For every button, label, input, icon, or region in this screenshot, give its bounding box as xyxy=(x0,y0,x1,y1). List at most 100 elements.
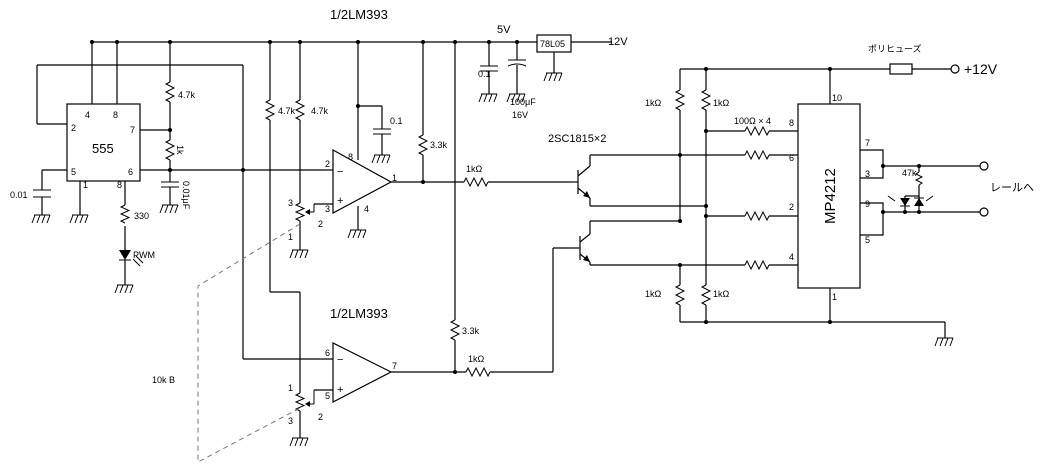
pin-label: 1 xyxy=(288,383,293,393)
reference-divider: 4.7k 4.7k xyxy=(264,40,329,393)
transistor-q1: 2SC1815×2 xyxy=(548,133,606,206)
rail-output: レールへ xyxy=(860,149,1034,236)
ground-icon xyxy=(289,249,309,259)
resistor-label: 1kΩ xyxy=(645,98,662,108)
pulldown-pair-bottom: 1kΩ 1kΩ xyxy=(645,214,730,322)
pin-label: 1 xyxy=(288,232,293,242)
mp4212-label: MP4212 xyxy=(822,168,839,224)
resistor-icon xyxy=(294,392,306,412)
pin-label: 5 xyxy=(325,391,330,401)
pin-label: 1 xyxy=(832,292,837,302)
ground-icon xyxy=(159,204,179,214)
driver-input-resistors: 100Ω × 4 xyxy=(680,116,798,271)
pin-label: 6 xyxy=(789,153,794,163)
capacitor-label: 100μF xyxy=(510,97,536,107)
comparator-top: − + 2 3 8 4 1 1/2LM393 xyxy=(325,7,397,215)
pin-label: 1 xyxy=(83,180,88,190)
ground-icon xyxy=(371,154,391,164)
pin-label: 3 xyxy=(288,198,293,208)
pin-label: 2 xyxy=(318,219,323,229)
resistor-label: 4.7k xyxy=(178,90,196,100)
resistor-3k3-bottom xyxy=(449,319,461,341)
resistor-label: 1kΩ xyxy=(713,289,730,299)
resistor-icon xyxy=(294,202,306,222)
ic-mp4212: MP4212 10 8 6 2 4 1 7 3 9 5 xyxy=(789,93,870,302)
v5-label: 5V xyxy=(497,24,511,36)
ground-icon xyxy=(478,93,498,103)
pin-label: 5 xyxy=(71,167,76,177)
triangle-signal-bus xyxy=(170,65,333,360)
ground-icon xyxy=(347,229,367,239)
ganged-pot-link: 10k B xyxy=(152,223,301,463)
ground-icon xyxy=(289,437,309,447)
resistor-1k-timing xyxy=(164,139,176,161)
comparator-icon xyxy=(332,342,393,403)
regulator-section: 0.1 100μF 16V 5V 78L05 12V xyxy=(478,24,628,120)
ic-555: 555 4 8 2 7 5 1 6 8 xyxy=(66,103,141,190)
plus12v-label: +12V xyxy=(964,61,998,77)
resistor-4k7-divider-right xyxy=(294,99,306,121)
resistor-label: 1kΩ xyxy=(466,164,483,174)
polyfuse-label: ポリヒューズ xyxy=(868,43,922,54)
resistor-label: 1k xyxy=(175,145,185,155)
potentiometer-bottom: 1 3 2 xyxy=(288,383,323,438)
terminal-icon xyxy=(950,64,960,74)
ic555-label: 555 xyxy=(92,141,114,156)
ground-icon xyxy=(31,214,51,224)
npn-transistor-icon xyxy=(572,221,591,265)
led-icon xyxy=(119,250,131,260)
transistors-label: 2SC1815×2 xyxy=(548,133,606,145)
plus-sign: + xyxy=(337,384,343,396)
resistor-label: 1kΩ xyxy=(645,289,662,299)
led-icon xyxy=(900,198,910,206)
resistor-label: 3.3k xyxy=(430,140,448,150)
terminal-icon xyxy=(979,161,989,171)
comparator-bottom: − + 6 5 7 1/2LM393 xyxy=(325,306,397,403)
pin-label: 9 xyxy=(865,199,870,209)
motor-supply: ポリヒューズ +12V xyxy=(680,43,998,104)
ic555-wiring xyxy=(41,40,172,285)
direction-indicator: 47k xyxy=(887,164,934,214)
resistor-1k-bottom-right xyxy=(700,284,712,306)
pin-label: 8 xyxy=(117,180,122,190)
minus-sign: − xyxy=(337,166,343,178)
pot-note-label: 10k B xyxy=(152,375,175,385)
pin-label: 3 xyxy=(865,169,870,179)
timing-network: 4.7k 1k 0.01μF xyxy=(161,40,196,210)
resistor-100-pin8 xyxy=(744,125,770,137)
resistor-100-pin6 xyxy=(744,149,770,161)
pin-label: 2 xyxy=(318,412,323,422)
resistor-1k-base-top xyxy=(463,176,489,188)
capacitor-0-01: 0.01 xyxy=(10,189,51,200)
base-resistors: 1kΩ 1kΩ xyxy=(463,164,572,378)
pin-label: 7 xyxy=(865,138,870,148)
pin-label: 6 xyxy=(128,167,133,177)
capacitor-label: 0.1 xyxy=(390,116,403,126)
capacitor-label: 0.01μF xyxy=(181,181,191,210)
npn-transistor-icon xyxy=(570,155,591,206)
pin-label: 7 xyxy=(392,361,397,371)
polyfuse-icon xyxy=(889,63,913,75)
capacitor-label: 0.01 xyxy=(10,190,28,200)
lm393-top-label: 1/2LM393 xyxy=(330,7,388,22)
transistor-wiring xyxy=(590,154,706,266)
comparator-icon xyxy=(332,148,393,215)
ground-icon xyxy=(934,337,954,347)
pin-label: 4 xyxy=(364,204,369,214)
resistor-label: 3.3k xyxy=(462,326,480,336)
ground-icon xyxy=(114,284,134,294)
resistor-label: 1kΩ xyxy=(713,98,730,108)
resistor-330 xyxy=(119,204,131,224)
pin-label: 5 xyxy=(865,235,870,245)
capacitor-label: 0.1 xyxy=(478,69,491,79)
regulator-label: 78L05 xyxy=(540,39,565,49)
resistor-1k-top-left xyxy=(674,89,686,111)
pin-label: 3 xyxy=(325,204,330,214)
resistor-label: 330 xyxy=(134,211,149,221)
resistor-4k7-timing xyxy=(164,81,176,103)
pin-label: 7 xyxy=(130,125,135,135)
transistor-q2 xyxy=(572,221,591,265)
resistor-label: 1kΩ xyxy=(468,354,485,364)
pin-label: 3 xyxy=(288,416,293,426)
